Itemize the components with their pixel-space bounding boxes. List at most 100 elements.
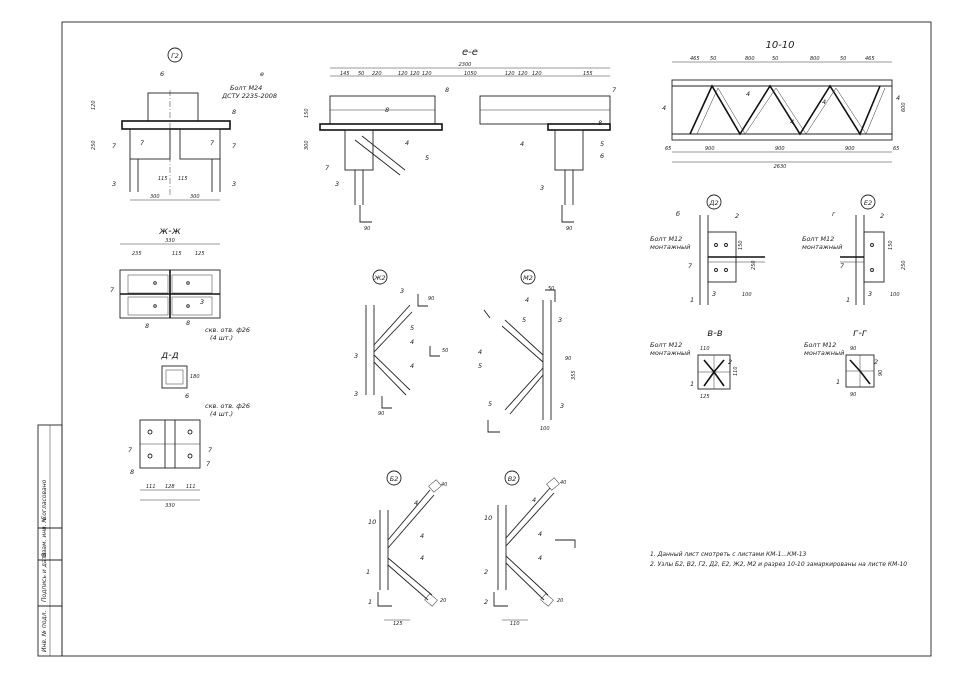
view-g2-dim-4: 115 xyxy=(178,176,188,182)
view-g2-dim-5: 120 xyxy=(91,100,97,110)
view-e2-bolt: Болт М12 xyxy=(802,235,834,243)
view-1010-c2: 4 xyxy=(746,90,750,98)
view-v2-c6: 2 xyxy=(484,598,488,606)
view-e2-d3: 100 xyxy=(890,292,900,298)
view-dd: д-д 180 скв. отв. ф26 (4 шт.) 111 128 11… xyxy=(128,350,250,509)
view-1010-height: 600 xyxy=(901,102,907,112)
notes: 1. Данный лист смотреть с листами КМ-1..… xyxy=(650,551,907,568)
view-g2-c8: 3 xyxy=(232,180,236,188)
view-1010-dt4: 50 xyxy=(772,56,778,62)
svg-text:120: 120 xyxy=(410,71,420,77)
view-d2-bubble xyxy=(706,194,722,210)
view-e2-mount: монтажный xyxy=(802,243,842,251)
view-b2-c6: 1 xyxy=(368,598,372,606)
view-b2-c1: 10 xyxy=(368,518,376,526)
view-zhzh-count: (4 шт.) xyxy=(210,334,233,342)
svg-text:120: 120 xyxy=(532,71,542,77)
view-ee-dl2: 300 xyxy=(304,140,310,150)
view-zhzh-d3: 125 xyxy=(195,251,205,257)
view-dd-hole: скв. отв. ф26 xyxy=(205,402,250,410)
view-vv-d2: 125 xyxy=(700,394,710,400)
svg-text:120: 120 xyxy=(505,71,515,77)
view-ee-title: е-е xyxy=(462,47,478,58)
view-g2-dim-1: 300 xyxy=(150,194,160,200)
view-g2-c6: 7 xyxy=(112,142,117,150)
view-m2-c5: 5 xyxy=(488,400,492,408)
view-zh2-c5: 4 xyxy=(410,362,414,370)
view-1010-dt7: 465 xyxy=(865,56,875,62)
view-g2-standard: ДСТУ 2235-2008 xyxy=(221,92,277,100)
view-gg: г-г Болт М12 монтажный 90 90 90 1 2 xyxy=(804,328,884,398)
view-zhzh-c3: 8 xyxy=(145,322,149,330)
view-b2-c2: 4 xyxy=(414,499,418,507)
view-m2: М2 4 5 4 5 5 3 3 50 90 100 355 xyxy=(478,269,577,433)
view-g2: Г2 Болт М24 ДСТУ 2235-2008 е 300 300 115… xyxy=(91,47,277,201)
view-zhzh-c2: 3 xyxy=(200,298,204,306)
view-ee-base-left: 90 xyxy=(364,226,370,232)
view-g2-c7: 3 xyxy=(112,180,116,188)
view-zhzh-hole: скв. отв. ф26 xyxy=(205,326,250,334)
view-b2-c3: 4 xyxy=(420,532,424,540)
view-m2-c6: 3 xyxy=(558,316,562,324)
view-g2-cut: е xyxy=(260,70,264,78)
view-1010-dt5: 800 xyxy=(810,56,820,62)
view-zh2-c1: 3 xyxy=(400,287,404,295)
view-b2: Б2 125 40 20 10 4 4 1 4 1 xyxy=(366,470,447,627)
view-1010-dt3: 800 xyxy=(745,56,755,62)
view-b2-c4: 1 xyxy=(366,568,370,576)
view-e2-c4: 1 xyxy=(846,296,850,304)
view-dd-c2: 7 xyxy=(128,446,133,454)
view-v2: В2 110 40 20 10 4 4 2 4 2 xyxy=(484,470,576,627)
view-d2-bolt: Болт М12 xyxy=(650,235,682,243)
view-vv-bolt: Болт М12 xyxy=(650,341,682,349)
view-ee-c10: 6 xyxy=(600,152,604,160)
view-g2-dim-3: 115 xyxy=(158,176,168,182)
view-d2-c5: 3 xyxy=(712,290,716,298)
view-1010-dt1: 465 xyxy=(690,56,700,62)
view-d2-d2: 250 xyxy=(751,260,757,270)
view-b2-d1: 125 xyxy=(393,621,403,627)
view-g2-dim-6: 250 xyxy=(91,140,97,150)
view-1010-c4: 4 xyxy=(822,98,826,106)
view-vv-c1: 1 xyxy=(690,380,694,388)
view-d2-d3: 100 xyxy=(742,292,752,298)
view-e2-d2: 250 xyxy=(901,260,907,270)
view-zhzh-d2: 115 xyxy=(172,251,182,257)
view-vv: в-в Болт М12 монтажный 110 125 110 1 2 xyxy=(650,328,739,400)
view-dd-c1: 6 xyxy=(185,392,189,400)
view-d2: Д2 Болт М12 монтажный б 2 7 1 3 150 250 … xyxy=(650,194,765,305)
view-dd-total: 330 xyxy=(165,503,175,509)
view-1010-title: 10-10 xyxy=(765,40,794,51)
view-zhzh-title: ж-ж xyxy=(158,226,181,237)
view-gg-c2: 2 xyxy=(874,358,878,366)
view-1010-db2: 900 xyxy=(705,146,715,152)
view-ee-c1: 8 xyxy=(445,86,449,94)
view-zh2-c6: 3 xyxy=(354,390,358,398)
view-m2-c3: 4 xyxy=(478,348,482,356)
view-1010: 10-10 2630 465 50 800 50 800 50 465 65 9… xyxy=(662,40,907,170)
view-v2-c5: 4 xyxy=(538,554,542,562)
view-v2-title: В2 xyxy=(508,475,517,483)
view-g2-title: Г2 xyxy=(171,52,179,60)
view-dd-title: д-д xyxy=(160,350,179,361)
view-ee-c8: 5 xyxy=(600,140,604,148)
view-v2-d1: 110 xyxy=(510,621,520,627)
view-vv-c2: 2 xyxy=(728,358,732,366)
view-m2-d3: 100 xyxy=(540,426,550,432)
view-zhzh-width: 330 xyxy=(165,238,175,244)
title-stamp: Согласовано Взам. инв. № Подпись и дата … xyxy=(37,424,63,657)
view-zh2-c4: 3 xyxy=(354,352,358,360)
view-e2: Е2 Болт М12 монтажный г 2 7 1 3 150 250 … xyxy=(802,194,907,305)
view-zhzh-c1: 7 xyxy=(110,286,115,294)
view-ee-c5: 4 xyxy=(405,139,409,147)
view-1010-c3: 4 xyxy=(790,118,794,126)
view-v2-d2: 40 xyxy=(560,480,566,486)
view-zhzh: ж-ж 330 235 115 125 7 3 8 8 скв. отв. ф2… xyxy=(110,226,250,342)
view-1010-c1: 4 xyxy=(662,104,666,112)
view-e2-d1: 150 xyxy=(888,240,894,250)
view-g2-bubble xyxy=(167,47,183,63)
view-dd-c5: 8 xyxy=(130,468,134,476)
view-e2-bubble xyxy=(860,194,876,210)
